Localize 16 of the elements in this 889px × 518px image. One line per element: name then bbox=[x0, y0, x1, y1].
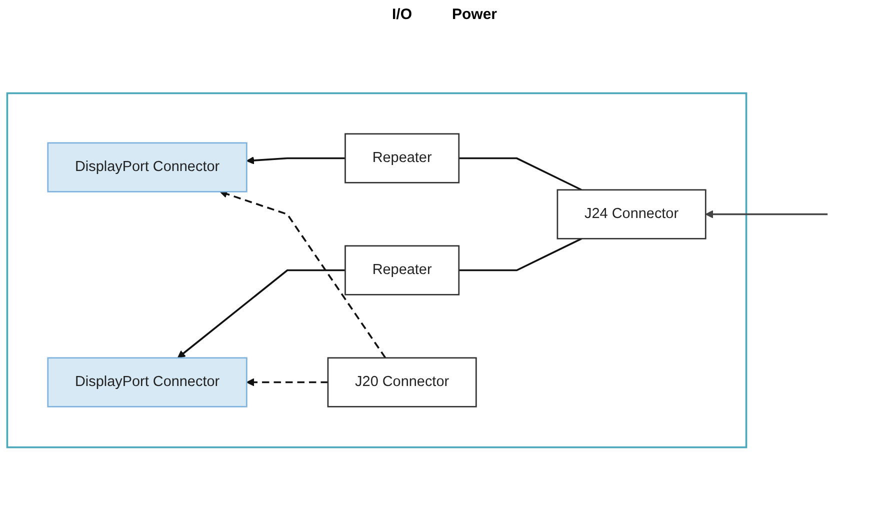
node-box: DisplayPort Connector bbox=[47, 142, 248, 192]
arrow bbox=[246, 156, 346, 164]
arrow bbox=[177, 269, 346, 358]
node-box: Repeater bbox=[344, 132, 460, 184]
section-label: Power bbox=[452, 6, 498, 25]
arrow bbox=[705, 210, 828, 218]
node-box: DisplayPort Connector bbox=[47, 356, 248, 408]
node-box: J20 Connector bbox=[327, 356, 477, 408]
connector bbox=[458, 238, 582, 271]
section-label: I/O bbox=[392, 6, 412, 25]
cluster bbox=[6, 92, 748, 448]
arrow bbox=[220, 190, 386, 358]
node-box: Repeater bbox=[344, 244, 460, 296]
connector bbox=[458, 157, 582, 190]
node-box: J24 Connector bbox=[556, 188, 706, 240]
arrow bbox=[246, 378, 328, 386]
